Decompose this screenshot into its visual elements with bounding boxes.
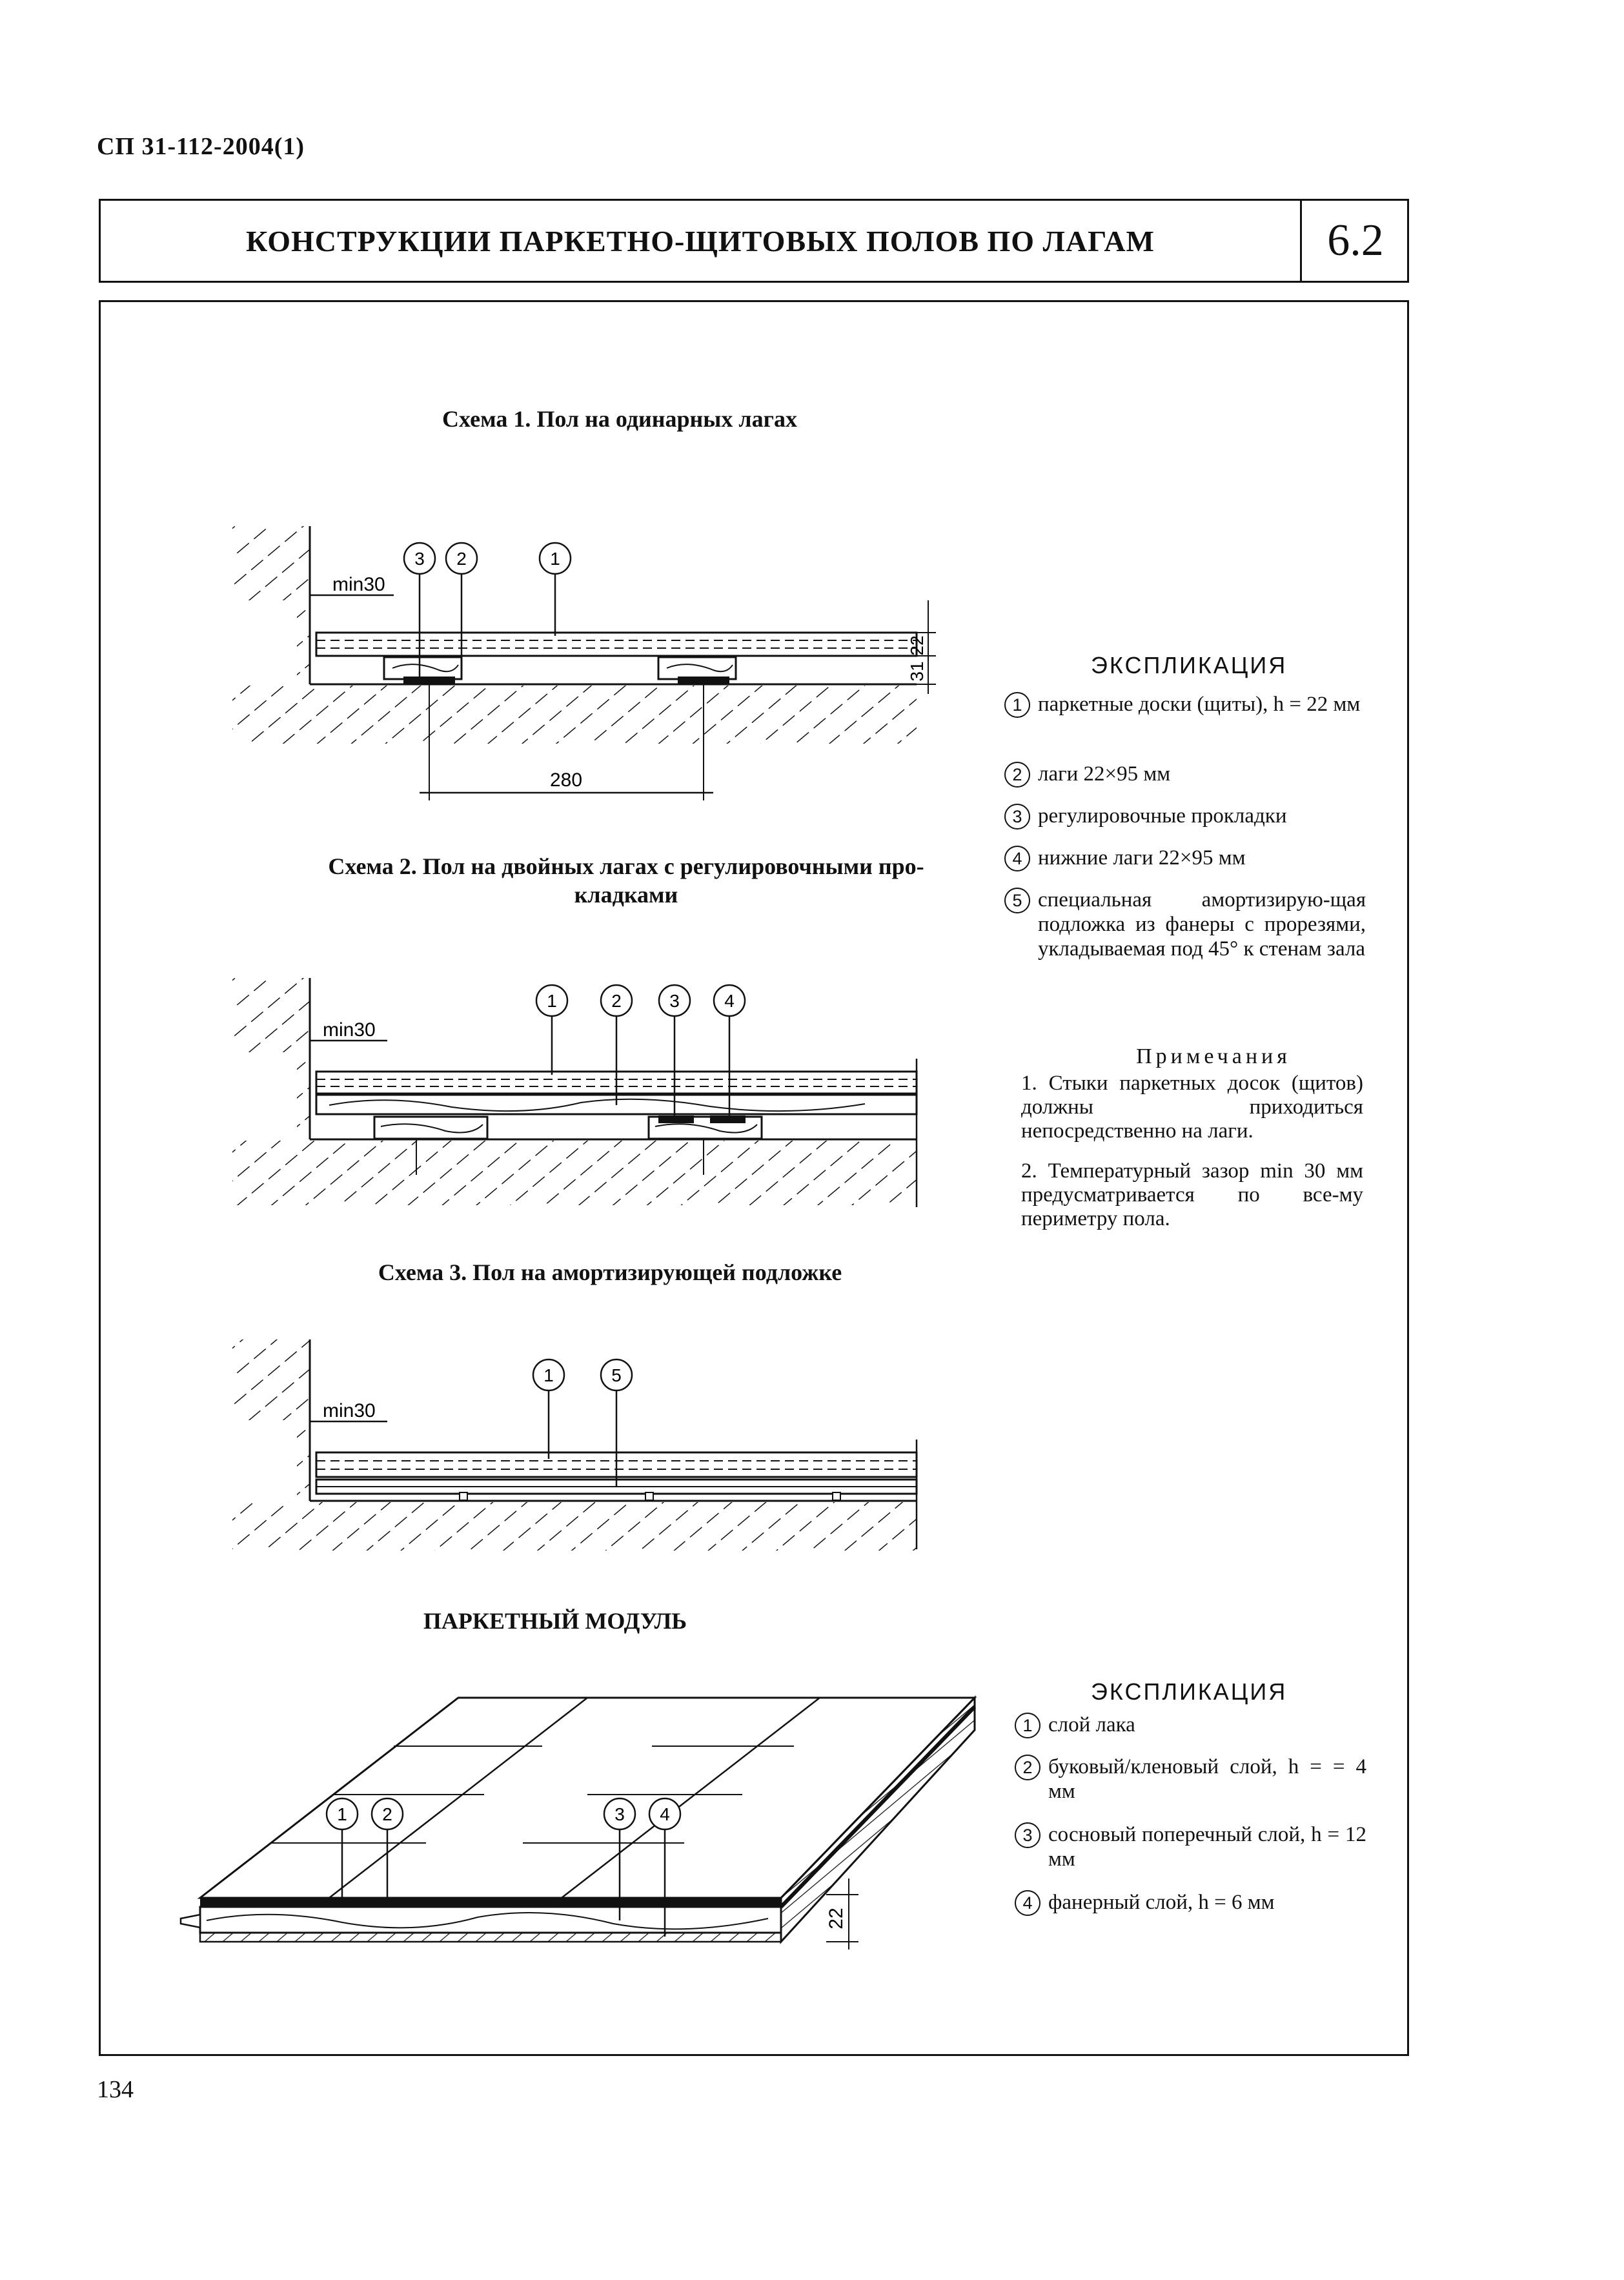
spacing-dimension: 280 (550, 769, 582, 791)
content-frame (99, 300, 1409, 2056)
slab-hatch (232, 1502, 917, 1551)
scheme3-drawing: min30 1 5 (232, 1339, 918, 1551)
svg-text:4: 4 (724, 991, 735, 1011)
legend1-item: 1 паркетные доски (щиты), h = 22 мм (1004, 692, 1366, 718)
scheme1-drawing: min30 3 2 1 22 31 280 (232, 526, 936, 800)
legend-number: 4 (1015, 1890, 1040, 1916)
page-number: 134 (97, 2076, 134, 2103)
joist-height-dim: 31 (907, 661, 927, 681)
callout-3: 3 (403, 542, 436, 679)
legend-text: фанерный слой, h = 6 мм (1048, 1891, 1275, 1914)
svg-text:3: 3 (414, 549, 425, 569)
callout-3: 3 (603, 1797, 636, 1920)
gap-dimension: min30 (323, 1400, 376, 1421)
svg-text:2: 2 (611, 991, 622, 1011)
notes-heading: Примечания (1136, 1044, 1291, 1068)
board-thickness-dim: 22 (907, 635, 927, 655)
scheme1-title: Схема 1. Пол на одинарных лагах (442, 406, 797, 432)
joist-right (657, 656, 737, 684)
svg-text:4: 4 (660, 1804, 670, 1824)
legend-text: паркетные доски (щиты), h = 22 мм (1038, 693, 1361, 716)
legend1-item: 3 регулировочные прокладки (1004, 804, 1366, 830)
legend1-item: 2 лаги 22×95 мм (1004, 762, 1366, 788)
legend2-item: 2 буковый/кленовый слой, h = = 4 мм (1015, 1755, 1366, 1804)
note-1: 1. Стыки паркетных досок (щитов) должны … (1021, 1072, 1363, 1143)
scheme2-drawing: min30 1 2 3 4 (232, 978, 918, 1207)
svg-text:1: 1 (543, 1365, 554, 1385)
wall-hatch (232, 1339, 310, 1501)
legend-text: лаги 22×95 мм (1038, 762, 1171, 786)
svg-text:1: 1 (337, 1804, 347, 1824)
legend-number: 2 (1015, 1755, 1040, 1780)
legend-number: 3 (1015, 1822, 1040, 1848)
callout-2: 2 (445, 542, 478, 665)
callout-5: 5 (600, 1358, 633, 1487)
scheme3-title: Схема 3. Пол на амортизирующей подложке (378, 1259, 842, 1285)
callout-3: 3 (658, 984, 691, 1119)
svg-text:1: 1 (550, 549, 560, 569)
legend-number: 5 (1004, 888, 1030, 913)
legend-text: специальная амортизирую-щая подложка из … (1038, 888, 1366, 961)
slab-hatch (232, 686, 917, 744)
svg-text:5: 5 (611, 1365, 622, 1385)
title-box: КОНСТРУКЦИИ ПАРКЕТНО-ЩИТОВЫХ ПОЛОВ ПО ЛА… (99, 199, 1409, 283)
callout-4: 4 (713, 984, 746, 1119)
legend-text: нижние лаги 22×95 мм (1038, 846, 1246, 870)
note-2: 2. Температурный зазор min 30 мм предусм… (1021, 1159, 1363, 1230)
legend2-heading: ЭКСПЛИКАЦИЯ (1091, 1678, 1288, 1705)
legend-number: 1 (1004, 692, 1030, 718)
module-top (197, 1696, 977, 1899)
legend2-item: 1 слой лака (1015, 1713, 1366, 1738)
callout-4: 4 (648, 1797, 682, 1937)
gap-dimension: min30 (332, 574, 385, 595)
layer-lacquer-beech (200, 1898, 781, 1907)
wall-hatch (232, 526, 310, 684)
callout-2: 2 (370, 1797, 404, 1904)
svg-text:3: 3 (614, 1804, 625, 1824)
callout-1: 1 (532, 1358, 565, 1459)
slab-hatch (232, 1141, 917, 1205)
layer-plywood (199, 1931, 782, 1943)
legend-number: 2 (1004, 762, 1030, 788)
section-number: 6.2 (1327, 216, 1384, 265)
legend-number: 3 (1004, 804, 1030, 830)
legend1-item: 5 специальная амортизирую-щая подложка и… (1004, 888, 1366, 961)
legend2-item: 4 фанерный слой, h = 6 мм (1015, 1890, 1366, 1916)
module-title: ПАРКЕТНЫЙ МОДУЛЬ (423, 1608, 687, 1634)
legend-text: буковый/кленовый слой, h = = 4 мм (1048, 1755, 1366, 1803)
callout-1: 1 (538, 542, 572, 636)
wall-hatch (232, 978, 310, 1139)
lower-joist-left (373, 1115, 489, 1140)
callout-1: 1 (325, 1797, 359, 1901)
legend1-item: 4 нижние лаги 22×95 мм (1004, 846, 1366, 871)
svg-text:2: 2 (456, 549, 467, 569)
callout-1: 1 (535, 984, 569, 1075)
legend-number: 1 (1015, 1713, 1040, 1738)
joist-left (383, 656, 463, 684)
title-divider (1300, 201, 1302, 281)
module-thickness-dim: 22 (826, 1908, 847, 1929)
legend2-item: 3 сосновый поперечный слой, h = 12 мм (1015, 1822, 1366, 1871)
callout-2: 2 (600, 984, 633, 1105)
svg-text:2: 2 (382, 1804, 392, 1824)
lower-joist-right (647, 1115, 763, 1140)
legend-text: слой лака (1048, 1713, 1135, 1736)
parquet-board (315, 631, 918, 657)
svg-text:3: 3 (669, 991, 680, 1011)
scheme2-title: Схема 2. Пол на двойных лагах с регулиро… (328, 853, 924, 908)
module-drawing: 22 1 2 3 4 (179, 1695, 977, 1949)
page-title: КОНСТРУКЦИИ ПАРКЕТНО-ЩИТОВЫХ ПОЛОВ ПО ЛА… (246, 224, 1155, 258)
svg-text:1: 1 (547, 991, 557, 1011)
document-code: СП 31-112-2004(1) (97, 133, 305, 160)
legend-number: 4 (1004, 846, 1030, 871)
legend1-heading: ЭКСПЛИКАЦИЯ (1091, 652, 1288, 678)
legend-text: сосновый поперечный слой, h = 12 мм (1048, 1823, 1366, 1871)
gap-dimension: min30 (323, 1019, 376, 1041)
legend-text: регулировочные прокладки (1038, 804, 1287, 828)
